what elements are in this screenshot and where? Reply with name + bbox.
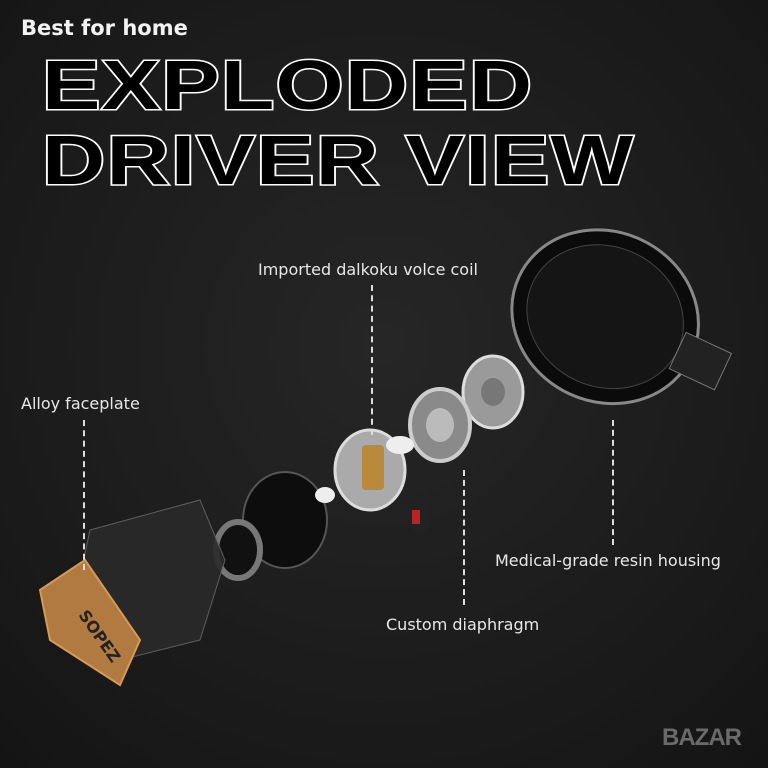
leader-faceplate	[83, 420, 85, 570]
leader-diaphragm	[463, 470, 465, 605]
resin-housing	[510, 228, 733, 406]
label-faceplate: Alloy faceplate	[21, 394, 140, 413]
leader-housing	[612, 420, 614, 545]
alloy-faceplate: SOPEZ	[38, 499, 226, 687]
inner-cavity	[213, 471, 335, 581]
title-line-2: DRIVER VIEW	[40, 121, 635, 199]
diaphragm	[408, 354, 525, 463]
label-housing: Medical-grade resin housing	[495, 551, 721, 570]
title-line-1: EXPLODED	[40, 46, 534, 124]
label-voice-coil: Imported dalkoku volce coil	[258, 260, 478, 279]
voice-coil	[333, 428, 430, 534]
leader-voice-coil	[371, 285, 373, 435]
label-diaphragm: Custom diaphragm	[386, 615, 540, 634]
subtitle: Best for home	[21, 16, 188, 40]
watermark-logo: BAZAR	[662, 724, 742, 751]
